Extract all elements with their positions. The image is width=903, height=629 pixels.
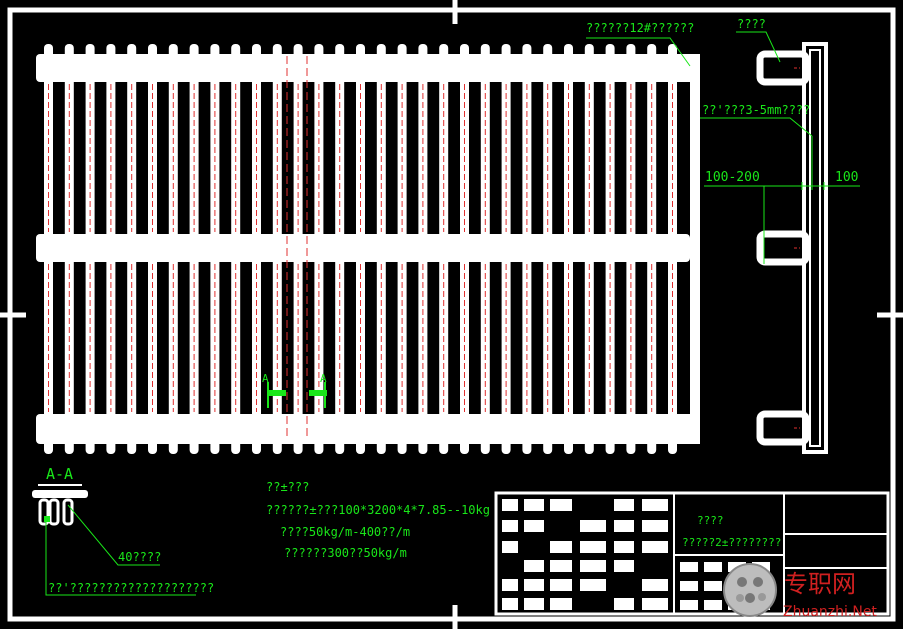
notes-title: ??±??? [266,480,309,494]
title-block-cell [680,562,698,572]
watermark-logo-icon [723,563,777,617]
title-block-cell [550,560,572,572]
bottom-bearing-bar [36,414,700,444]
title-block-cell [680,581,698,591]
title-block-cell [704,562,722,572]
grating-panel [36,44,700,454]
dim-label-right: 100 [835,170,858,185]
section-detail: A-A 40???? ??'???????????????????? [32,465,214,596]
title-block-cell [580,579,606,591]
title-block-cell [550,598,572,610]
side-bracket-middle [756,230,810,266]
title-block-cell [550,499,572,511]
top-bearing-bar [36,54,700,82]
title-block-cell [704,600,722,610]
title-block-cell [502,541,518,553]
leader-gap-note [700,117,813,137]
notes-line-3: ??????300??50kg/m [284,546,407,560]
title-block-label: ???? [697,514,724,527]
title-block-cell [502,598,518,610]
section-leg-mid [48,498,60,526]
drawing-frame [7,7,896,622]
title-block-cell [524,579,544,591]
panel-centerlines [286,56,308,440]
title-block-cell [614,541,634,553]
title-block-cell [642,579,668,591]
title-block-cell [524,560,544,572]
slat-centerlines [48,84,673,412]
title-block-cell [524,499,544,511]
note-gap: ??'???3-5mm???? [702,103,810,117]
title-block-cell [704,581,722,591]
title-block-cell [614,520,634,532]
title-block-cell [614,499,634,511]
side-bracket-bottom [756,410,810,446]
section-leg-left [38,498,50,526]
notes-line-1: ??????±???100*3200*4*7.85--10kg [266,503,490,517]
watermark-cn: 专职网 [784,570,856,598]
title-block-cell [580,520,606,532]
title-block-cell [642,598,668,610]
middle-bearing-bar [36,234,690,262]
title-block-sub: ?????2±???????? [682,536,781,549]
side-view [756,42,828,454]
watermark: 专职网 Zhuanzhi.Net [723,563,877,620]
note-top: ??????12#?????? [586,21,694,35]
section-leg-right [62,498,74,526]
title-block-cell [502,520,518,532]
title-block-cell [502,499,518,511]
note-top-right: ???? [737,17,766,31]
title-block-cell [550,541,572,553]
notes-line-2: ????50kg/m-400??/m [280,525,410,539]
title-block-cell [680,600,698,610]
title-block-cell [524,598,544,610]
dim-label-left: 100-200 [705,170,760,185]
watermark-en: Zhuanzhi.Net [783,604,877,620]
title-block-cell [642,520,668,532]
side-bracket-top [756,50,810,86]
leader-top-right [736,31,781,63]
panel-right-edge [690,54,700,444]
title-block-cell [642,499,668,511]
title-block-cell [614,560,634,572]
annotations [586,31,860,264]
title-block-cell [502,579,518,591]
section-title: A-A [46,465,73,483]
section-markers: A A [262,372,327,408]
side-frame-inner [809,49,821,447]
title-block-cell [550,579,572,591]
section-mark-left: A [262,372,269,385]
section-dim: 40???? [118,550,161,564]
title-block-cell [524,520,544,532]
section-marker-right [309,390,327,396]
section-mark-right: A [320,372,327,385]
leader-top-note [586,37,691,67]
title-block-cell [642,541,668,553]
section-marker-left [268,390,286,396]
title-block-cell [580,560,606,572]
technical-notes: ??±??? ??????±???100*3200*4*7.85--10kg ?… [266,480,490,560]
title-block-cell [580,541,606,553]
title-block-cell [614,598,634,610]
section-note: ??'???????????????????? [48,581,214,595]
section-top-bar [32,490,88,498]
